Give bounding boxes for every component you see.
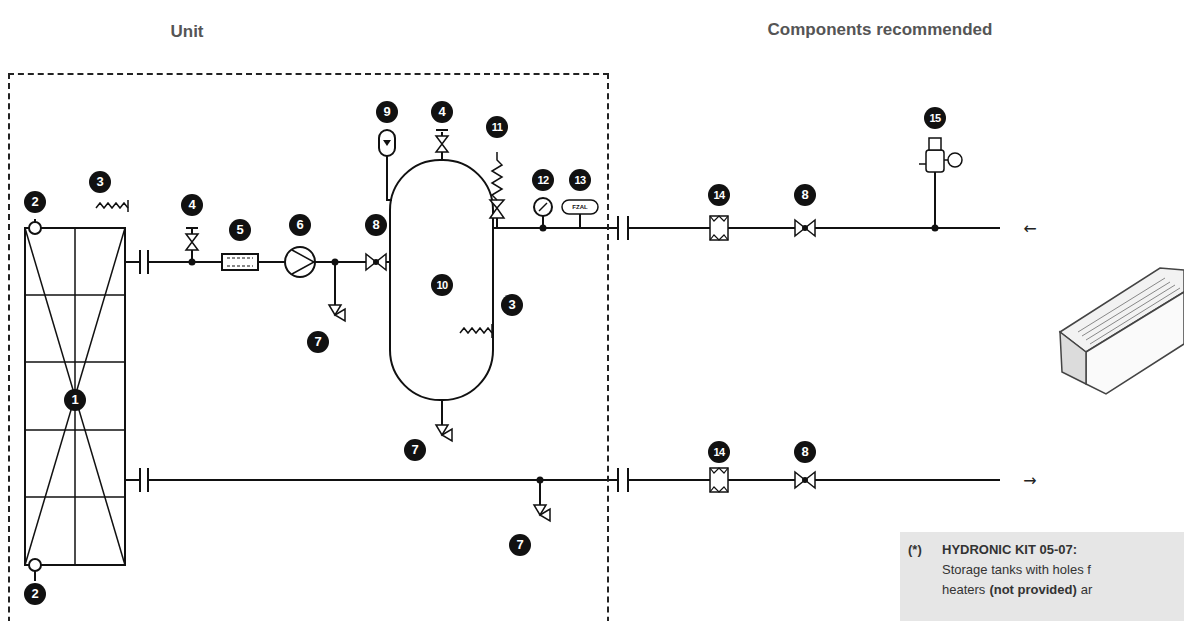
callout-number: 6 <box>289 214 311 236</box>
air-vent <box>186 234 198 250</box>
expansion-vessel <box>379 130 395 156</box>
note-text: (not provided) <box>989 582 1076 597</box>
note-text: ar <box>1081 582 1093 597</box>
callout-number: 2 <box>24 583 46 605</box>
temperature-sensor <box>96 203 128 208</box>
filter <box>222 254 258 270</box>
callout-number: 1 <box>64 389 86 411</box>
exchanger-grid <box>25 228 125 565</box>
callout-number: 8 <box>794 184 816 206</box>
note-title: HYDRONIC KIT 05-07: <box>942 540 1138 560</box>
note-marker: (*) <box>908 540 922 560</box>
section-heading: Components recommended <box>768 20 993 40</box>
callout-number: 7 <box>509 534 531 556</box>
pressure-gauge <box>534 198 552 216</box>
pressure-reducer <box>926 150 944 172</box>
note-body: HYDRONIC KIT 05-07:Storage tanks with ho… <box>942 540 1142 600</box>
sensor-port <box>29 222 41 234</box>
pump <box>285 247 315 277</box>
note-box: (*) HYDRONIC KIT 05-07:Storage tanks with… <box>900 532 1184 621</box>
callout-number: 7 <box>307 331 329 353</box>
shutoff-valve <box>366 254 386 270</box>
callout-number: 11 <box>486 116 508 138</box>
symbol-label: FZAL <box>572 204 587 210</box>
callout-number: 15 <box>924 107 946 129</box>
callout-number: 10 <box>431 274 453 296</box>
callout-number: 5 <box>229 219 251 241</box>
callout-number: 14 <box>708 184 730 206</box>
flow-arrow: ← <box>1023 219 1036 238</box>
callout-number: 3 <box>501 294 523 316</box>
callout-number: 2 <box>24 191 46 213</box>
callout-number: 4 <box>431 101 453 123</box>
callout-number: 3 <box>89 171 111 193</box>
callout-number: 7 <box>404 439 426 461</box>
flow-arrow: → <box>1023 471 1036 490</box>
tank-heater <box>460 328 492 333</box>
callout-number: 9 <box>376 101 398 123</box>
flow-switch <box>562 200 598 214</box>
callout-number: 13 <box>569 169 591 191</box>
section-heading: Unit <box>170 22 203 42</box>
callout-number: 12 <box>532 169 554 191</box>
callout-number: 8 <box>794 441 816 463</box>
heat-exchanger <box>25 228 125 565</box>
sensor-port <box>29 559 41 571</box>
safety-valve <box>490 208 504 218</box>
callout-number: 14 <box>708 441 730 463</box>
fan-coil-unit <box>1060 268 1184 394</box>
pipe <box>125 261 140 263</box>
callout-number: 8 <box>365 214 387 236</box>
callout-number: 4 <box>181 194 203 216</box>
storage-tank <box>390 160 493 400</box>
flexible-joint <box>710 216 728 240</box>
